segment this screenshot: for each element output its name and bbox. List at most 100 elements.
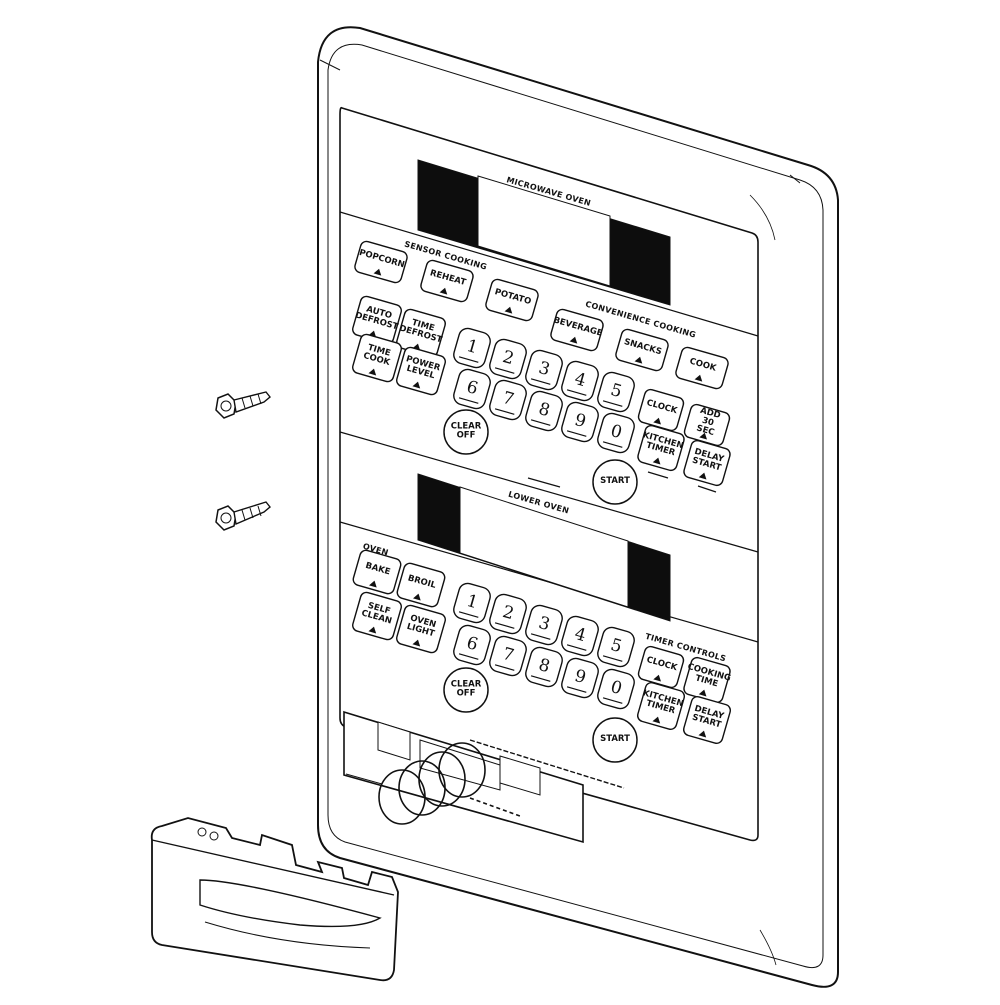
clock-button[interactable]: CLOCK (637, 388, 685, 432)
start-button[interactable]: START (592, 459, 638, 505)
oven-key-8-digit: 8 (536, 655, 552, 677)
microwave-key-9[interactable]: 9 (560, 400, 601, 443)
indicator-triangle-icon (694, 374, 703, 382)
oven-light-button[interactable]: OVENLIGHT (395, 604, 446, 654)
popcorn-button[interactable]: POPCORN (354, 240, 409, 284)
oven-key-2-digit: 2 (500, 602, 516, 624)
key-caption-mark (566, 686, 587, 693)
key-caption-mark (530, 419, 551, 426)
key-caption-mark (458, 611, 479, 618)
self-clean-button[interactable]: SELFCLEAN (351, 591, 402, 641)
oven-key-7[interactable]: 7 (488, 634, 529, 677)
bake-button[interactable]: BAKE (352, 549, 402, 595)
microwave-key-3[interactable]: 3 (524, 348, 565, 391)
oven-key-3-digit: 3 (536, 613, 552, 635)
time-cook-button[interactable]: TIMECOOK (351, 333, 402, 383)
oven-key-4[interactable]: 4 (560, 614, 601, 657)
key-caption-mark (530, 675, 551, 682)
oven-key-9-digit: 9 (572, 666, 588, 688)
microwave-key-5[interactable]: 5 (596, 370, 637, 413)
key-caption-mark (566, 389, 587, 396)
microwave-key-4-digit: 4 (572, 369, 588, 391)
microwave-key-6-digit: 6 (464, 377, 480, 399)
key-caption-mark (458, 397, 479, 404)
oven-key-0-digit: 0 (608, 677, 624, 699)
microwave-key-9-digit: 9 (572, 410, 588, 432)
key-caption-mark (602, 400, 623, 407)
delay-start-button[interactable]: DELAYSTART (683, 439, 732, 487)
microwave-key-1-digit: 1 (464, 336, 480, 358)
kitchen-timer-button[interactable]: KITCHENTIMER (636, 424, 687, 472)
latch-housing (343, 710, 584, 844)
oven-key-1[interactable]: 1 (452, 581, 493, 624)
microwave-key-7-digit: 7 (500, 388, 516, 410)
microwave-key-0[interactable]: 0 (596, 411, 637, 454)
indicator-triangle-icon (652, 716, 661, 724)
cook-button[interactable]: COOK (675, 346, 730, 390)
microwave-display: MICROWAVE OVEN (417, 159, 671, 306)
broil-button[interactable]: BROIL (396, 562, 446, 608)
indicator-triangle-icon (368, 626, 377, 634)
lower-delay-start-button[interactable]: DELAYSTART (682, 695, 732, 745)
section-divider (339, 211, 759, 337)
add-30-sec-button-label: ADD30SEC (694, 406, 722, 439)
potato-button[interactable]: POTATO (485, 278, 540, 322)
indicator-triangle-icon (439, 287, 448, 295)
microwave-key-4[interactable]: 4 (560, 359, 601, 402)
lower-start-button[interactable]: START (592, 717, 638, 763)
frame-shading (759, 929, 777, 966)
reheat-button[interactable]: REHEAT (420, 259, 475, 303)
beverage-button[interactable]: BEVERAGE (548, 308, 606, 353)
oven-key-3[interactable]: 3 (524, 603, 565, 646)
key-caption-mark (566, 430, 587, 437)
indicator-triangle-icon (699, 432, 707, 440)
key-caption-mark (494, 664, 515, 671)
key-caption-mark (494, 367, 515, 374)
indicator-triangle-icon (569, 336, 578, 344)
microwave-key-5-digit: 5 (608, 380, 624, 402)
add-30-sec-button[interactable]: ADD30SEC (683, 403, 731, 447)
frame-corner-line (319, 59, 341, 71)
auto-defrost-button[interactable]: AUTODEFROST (350, 295, 404, 346)
oven-key-0[interactable]: 0 (596, 667, 637, 710)
lower-start-button-label: START (600, 734, 630, 744)
oven-key-6[interactable]: 6 (452, 623, 493, 666)
key-caption-mark (494, 622, 515, 629)
lower-kitchen-timer-button[interactable]: KITCHENTIMER (635, 681, 686, 731)
indicator-triangle-icon (698, 689, 707, 697)
microwave-key-6[interactable]: 6 (452, 367, 493, 410)
microwave-key-7[interactable]: 7 (488, 378, 529, 421)
key-caption-mark (458, 653, 479, 660)
lower-clock-button[interactable]: CLOCK (637, 645, 685, 689)
microwave-key-1[interactable]: 1 (452, 326, 493, 369)
indicator-triangle-icon (653, 674, 661, 682)
oven-key-5-digit: 5 (608, 635, 624, 657)
indicator-triangle-icon (368, 368, 377, 376)
indicator-triangle-icon (504, 306, 513, 314)
microwave-key-3-digit: 3 (536, 358, 552, 380)
oven-key-5[interactable]: 5 (596, 625, 637, 668)
snacks-button[interactable]: SNACKS (615, 328, 670, 372)
cooking-time-button[interactable]: COOKINGTIME (680, 656, 733, 705)
key-caption-mark (458, 356, 479, 363)
oven-key-2[interactable]: 2 (488, 592, 529, 635)
indicator-triangle-icon (413, 593, 421, 601)
microwave-key-8[interactable]: 8 (524, 389, 565, 432)
indicator-triangle-icon (634, 356, 643, 364)
key-caption-mark (602, 697, 623, 704)
key-caption-mark (530, 633, 551, 640)
indicator-triangle-icon (369, 580, 377, 588)
indicator-triangle-icon (412, 381, 421, 389)
oven-key-8[interactable]: 8 (524, 645, 565, 688)
microwave-key-2[interactable]: 2 (488, 337, 529, 380)
time-defrost-button[interactable]: TIMEDEFROST (394, 308, 448, 359)
key-caption-mark (494, 408, 515, 415)
power-level-button[interactable]: POWERLEVEL (395, 346, 446, 396)
indicator-triangle-icon (373, 268, 382, 276)
oven-key-9[interactable]: 9 (560, 656, 601, 699)
